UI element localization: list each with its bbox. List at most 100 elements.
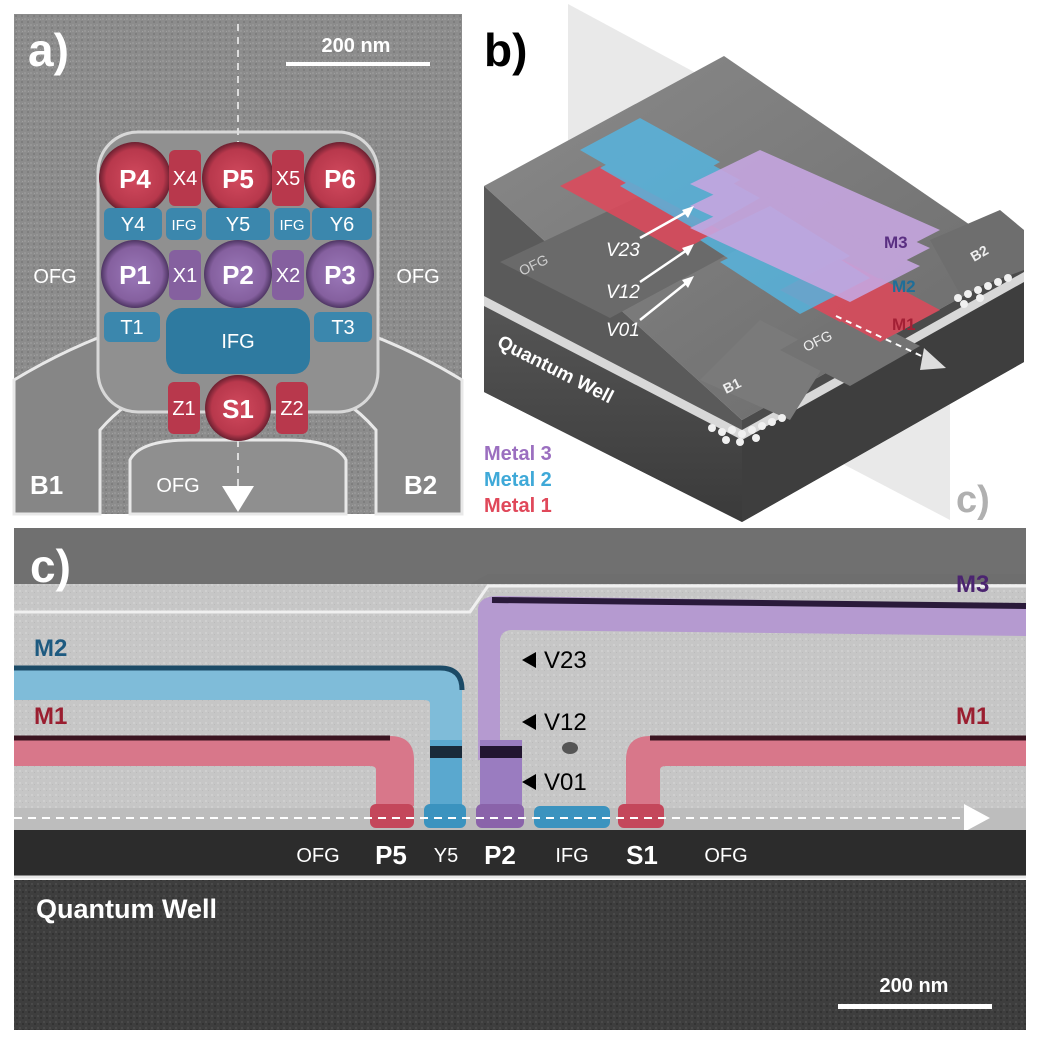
label-gate-y5-c: Y5 — [434, 845, 458, 867]
label-x5: X5 — [276, 168, 300, 190]
gate-z1 — [168, 382, 200, 434]
label-b1-a: B1 — [30, 470, 63, 500]
gate-z2 — [276, 382, 308, 434]
gate-p5-c — [370, 804, 414, 828]
quantum-well-slab-right — [742, 282, 1024, 522]
particles-left — [708, 414, 786, 446]
label-x4: X4 — [173, 168, 197, 190]
label-y4: Y4 — [121, 214, 145, 236]
sensor-s1 — [205, 375, 271, 441]
m2-layer — [14, 668, 462, 760]
label-z2: Z2 — [280, 398, 303, 420]
label-p1: P1 — [119, 260, 151, 290]
label-y5: Y5 — [226, 214, 250, 236]
label-gate-ifg-c: IFG — [555, 845, 588, 867]
ofg-bottom-gate — [128, 438, 348, 516]
plunger-p5 — [202, 142, 274, 214]
plunger-p2 — [204, 240, 272, 308]
barrier-x5 — [272, 150, 304, 206]
ifg-defect — [562, 742, 578, 754]
label-v01-c: V01 — [544, 769, 587, 796]
label-p5: P5 — [222, 164, 254, 194]
label-ofg-left: OFG — [33, 266, 76, 288]
particles-right — [954, 274, 1012, 308]
barrier-x4 — [169, 150, 201, 206]
label-p3: P3 — [324, 260, 356, 290]
gate-p2-c — [476, 804, 524, 828]
plunger-p3 — [306, 240, 374, 308]
label-v23-b: V23 — [606, 240, 640, 261]
gate-t1 — [104, 312, 160, 342]
m3-layer — [478, 596, 1026, 760]
barrier-y5 — [206, 208, 270, 240]
label-ifg-small-left: IFG — [172, 217, 197, 234]
metal3-bars — [690, 150, 940, 302]
gate-s1-c — [618, 804, 664, 828]
label-m1-right-c: M1 — [956, 703, 989, 730]
label-ofg-bottom: OFG — [156, 475, 199, 497]
label-v12-b: V12 — [606, 282, 640, 303]
panel-a-scale-bar — [286, 62, 430, 66]
label-v01-b: V01 — [606, 320, 640, 341]
b2-floor — [930, 210, 1024, 294]
label-x2: X2 — [276, 265, 300, 287]
gate-label-band — [14, 830, 1026, 876]
label-gate-p5-c: P5 — [375, 840, 407, 870]
label-v12-c: V12 — [544, 709, 587, 736]
ifg-small-right — [274, 208, 310, 240]
label-b2-b: B2 — [968, 242, 992, 265]
via-arrowheads-b — [682, 206, 694, 288]
gate-t3 — [314, 312, 372, 342]
via-marker-v12 — [522, 714, 536, 730]
plunger-p6 — [304, 142, 376, 214]
panel-b: b) V23 V12 V01 M3 M2 M1 OFG OFG B1 B2 Qu… — [484, 4, 1024, 522]
panel-c-scale-bar — [838, 1004, 992, 1009]
label-p4: P4 — [119, 164, 151, 194]
label-t3: T3 — [331, 317, 354, 339]
label-b1-b: B1 — [720, 374, 743, 396]
m1-layer-right — [626, 736, 1026, 806]
quantum-well-top-edge — [484, 272, 1024, 440]
label-m3-c: M3 — [956, 571, 989, 598]
gate-ifg-c — [534, 806, 610, 828]
label-m1-b: M1 — [892, 315, 916, 334]
label-z1: Z1 — [172, 398, 195, 420]
label-gate-ofg-right-c: OFG — [704, 845, 747, 867]
panel-c-scale-label: 200 nm — [880, 975, 949, 997]
via-p2-dark — [480, 746, 522, 758]
m1-layer-left — [14, 736, 414, 806]
label-gate-s1-c: S1 — [626, 840, 658, 870]
via-marker-v01 — [522, 774, 536, 790]
panel-a-scale-label: 200 nm — [322, 35, 391, 57]
barrier-x1 — [169, 250, 201, 300]
cut-arrow-c — [964, 804, 990, 832]
via-arrows-b — [639, 208, 691, 321]
legend-metal1: Metal 1 — [484, 495, 552, 517]
legend-metal2: Metal 2 — [484, 469, 552, 491]
cut-arrow-b — [920, 348, 946, 370]
label-b2-a: B2 — [404, 470, 437, 500]
panel-c-letter: c) — [30, 540, 71, 592]
barrier-y4 — [104, 208, 162, 240]
label-quantum-well-c: Quantum Well — [36, 894, 217, 924]
label-gate-ofg-left-c: OFG — [296, 845, 339, 867]
label-cut-c: c) — [956, 479, 990, 521]
via-marker-v23 — [522, 652, 536, 668]
plunger-p4 — [99, 142, 171, 214]
label-p2: P2 — [222, 260, 254, 290]
ifg-small-left — [166, 208, 202, 240]
ifg-big — [166, 308, 310, 374]
label-t1: T1 — [120, 317, 143, 339]
m2-dark-edge — [14, 665, 465, 691]
oxide-top-line — [14, 584, 1026, 614]
label-s1: S1 — [222, 394, 254, 424]
plunger-p1 — [101, 240, 169, 308]
via-y5-dark — [430, 746, 462, 758]
panel-a: a) 200 nm P4 P5 P6 P1 P2 P3 S1 X4 X5 X1 … — [12, 14, 464, 516]
panel-c-top-region — [14, 528, 1026, 584]
panel-a-letter: a) — [28, 24, 69, 76]
panel-b-letter: b) — [484, 24, 527, 76]
panel-c: c) M3 M2 M1 M1 V23 V12 V01 OFG P5 Y5 P2 … — [14, 528, 1027, 1030]
label-m2-c: M2 — [34, 635, 67, 662]
label-y6: Y6 — [330, 214, 354, 236]
